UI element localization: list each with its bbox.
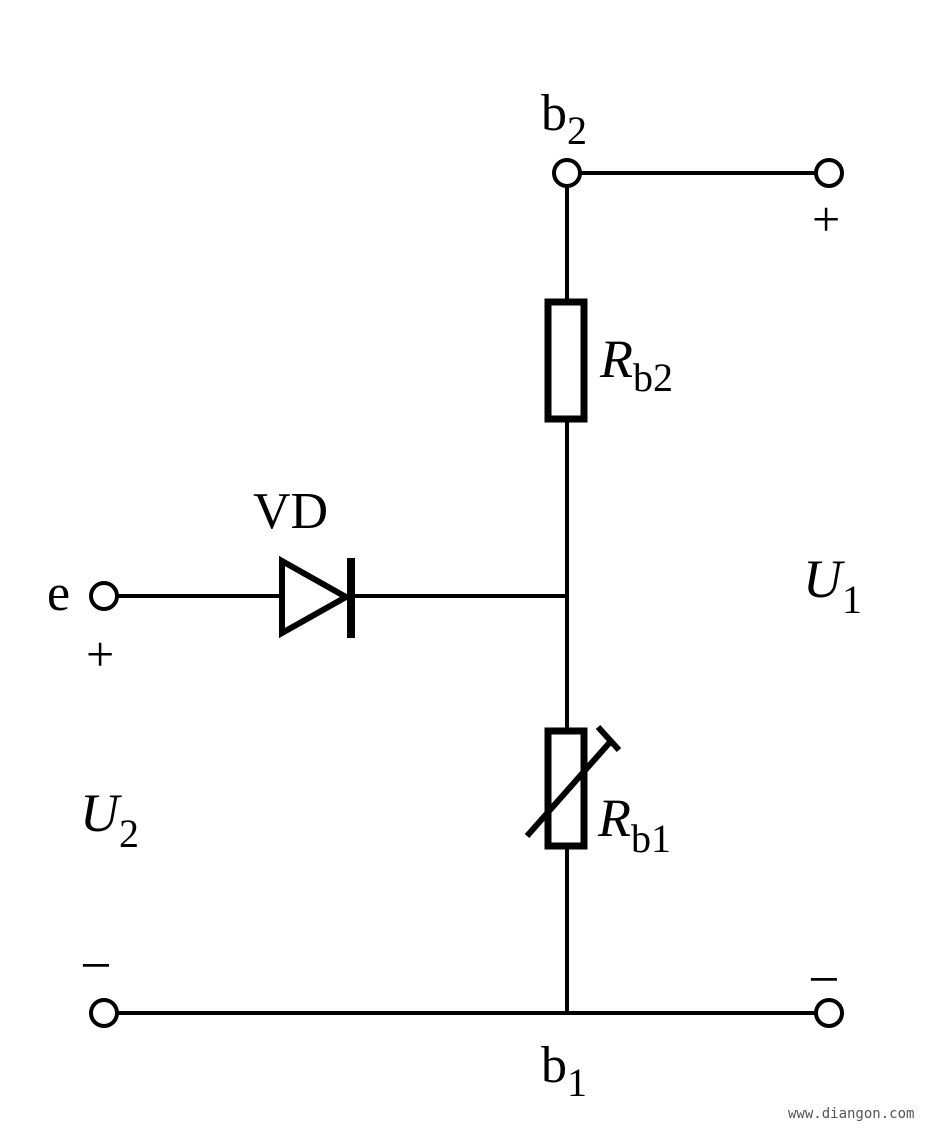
terminal-e [89,581,119,611]
label-rb2: Rb2 [599,329,673,400]
plus-sign-u2: + [86,626,114,682]
variable-resistor-arrow-tip [595,724,622,753]
label-vd: VD [253,483,328,540]
terminal-right-bottom [814,998,844,1028]
watermark-text: www.diangon.com [788,1106,914,1122]
resistor-rb2 [544,298,588,423]
minus-sign-u2: − [80,935,112,997]
variable-resistor-arrow [524,739,614,838]
terminal-b2 [552,158,582,188]
diode-triangle [279,555,353,639]
terminal-left-bottom [89,998,119,1028]
label-u1: U1 [803,549,862,622]
minus-sign-u1: − [808,949,840,1011]
label-e: e [47,565,70,622]
terminal-right-top [814,158,844,188]
label-b2: b2 [541,85,587,153]
label-b1: b1 [541,1037,587,1105]
plus-sign-u1: + [812,191,840,247]
label-rb1: Rb1 [597,788,671,861]
label-u2: U2 [80,783,139,856]
resistor-rb1 [544,727,588,850]
